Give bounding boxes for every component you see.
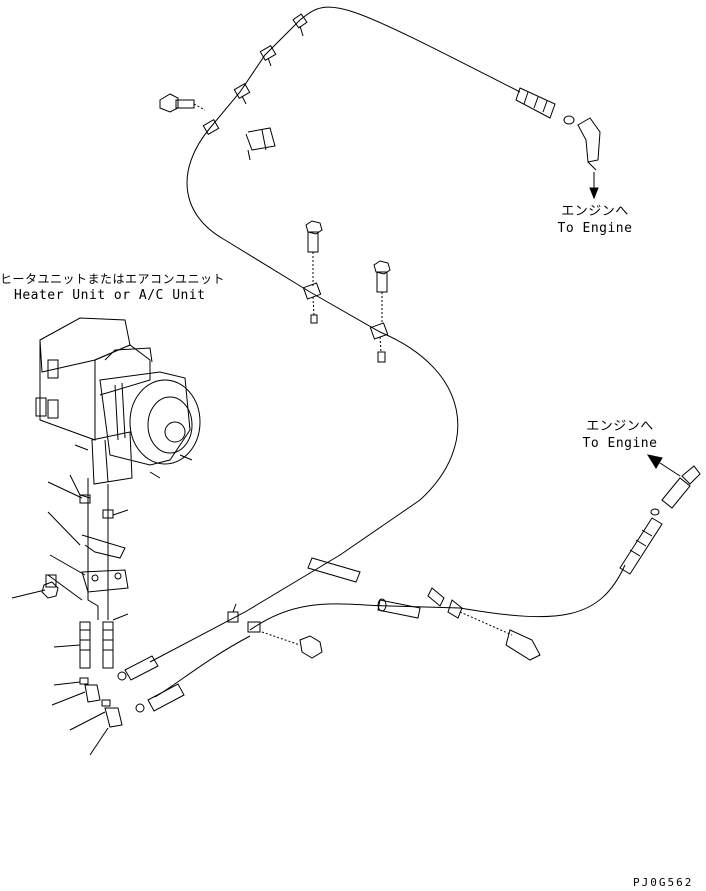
bolt-mid-1 <box>302 220 323 324</box>
figure-code: PJ0G562 <box>633 876 694 889</box>
clamp-4 <box>202 118 220 136</box>
engine-upper-label-en: To Engine <box>557 221 633 236</box>
clamp-lower-2 <box>247 621 261 633</box>
bolt-left <box>41 574 59 599</box>
upper-hose-loop <box>149 19 459 663</box>
heater-unit-label-jp: ヒータユニットまたはエアコンユニット <box>0 272 226 286</box>
lower-fitting-sleeve <box>377 587 541 661</box>
upper-nut <box>563 115 575 125</box>
lower-hose-line-2 <box>154 635 251 698</box>
heater-unit-label-en: Heater Unit or A/C Unit <box>14 288 206 303</box>
engine-upper-label-jp: エンジンへ <box>561 204 629 219</box>
rubber-strip <box>307 557 361 583</box>
upper-hose-line <box>299 6 521 93</box>
arrow-lower-engine <box>646 454 681 477</box>
heater-unit <box>35 317 201 485</box>
lower-engine-sleeve <box>619 465 701 575</box>
clamp-2 <box>259 44 277 67</box>
lower-hose-line <box>249 564 626 631</box>
clamp-3 <box>233 82 251 105</box>
heater-pipes <box>69 474 145 728</box>
bolt-top-left <box>159 93 206 113</box>
leader-lines <box>11 481 129 756</box>
arrow-upper-engine <box>589 172 599 200</box>
engine-lower-label-en: To Engine <box>582 436 658 451</box>
upper-sleeve <box>515 87 556 119</box>
lower-sleeves <box>124 655 185 712</box>
clamp-1 <box>292 13 308 37</box>
engine-lower-label-jp: エンジンへ <box>586 419 654 434</box>
bracket-top <box>245 127 276 161</box>
clamp-lower-1 <box>227 603 239 623</box>
upper-elbow-fitting <box>577 117 601 171</box>
bolt-mid-2 <box>369 260 391 363</box>
bolt-lower-mid <box>261 631 323 659</box>
